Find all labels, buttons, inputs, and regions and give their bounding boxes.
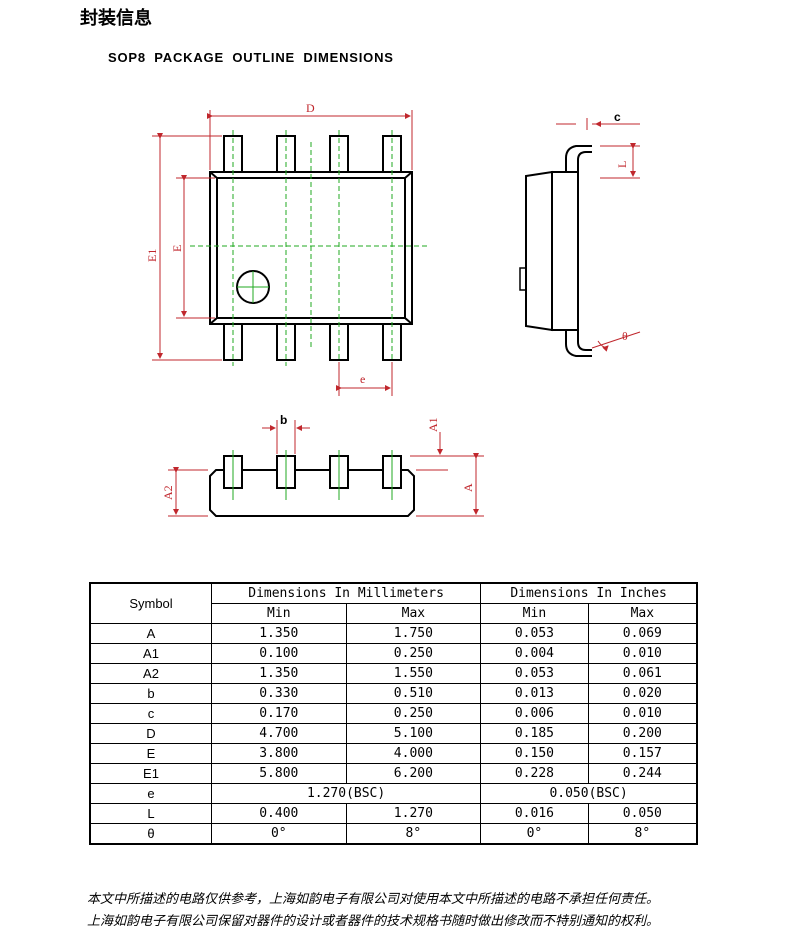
in-min-cell: 0.016 <box>480 803 589 824</box>
in-max-cell: 0.244 <box>587 763 698 784</box>
in-max-cell: 0.200 <box>587 723 698 744</box>
symbol-cell: e <box>89 783 212 804</box>
header-inches: Dimensions In Inches <box>480 582 698 604</box>
table-row: b 0.330 0.510 0.013 0.020 <box>89 683 698 704</box>
disclaimer-line-1: 本文中所描述的电路仅供参考，上海如韵电子有限公司对使用本文中所描述的电路不承担任… <box>87 891 660 906</box>
mm-max-cell: 5.100 <box>345 723 482 744</box>
label-e-pitch: e <box>360 372 365 386</box>
in-max-cell: 0.069 <box>587 623 698 644</box>
mm-min-cell: 0.330 <box>211 683 347 704</box>
mm-max-cell: 0.250 <box>345 703 482 724</box>
in-bsc-cell: 0.050(BSC) <box>480 783 698 804</box>
table-row: E 3.800 4.000 0.150 0.157 <box>89 743 698 764</box>
mm-max-cell: 0.510 <box>345 683 482 704</box>
in-min-cell: 0.004 <box>480 643 589 664</box>
symbol-cell: E1 <box>89 763 212 784</box>
mm-min-cell: 3.800 <box>211 743 347 764</box>
in-min-cell: 0.013 <box>480 683 589 704</box>
mm-min-cell: 1.350 <box>211 663 347 684</box>
mm-bsc-cell: 1.270(BSC) <box>210 783 482 804</box>
mm-min-cell: 5.800 <box>211 763 347 784</box>
table-row: E1 5.800 6.200 0.228 0.244 <box>89 763 698 784</box>
table-row: D 4.700 5.100 0.185 0.200 <box>89 723 698 744</box>
mm-max-cell: 1.750 <box>345 623 482 644</box>
in-max-cell: 0.061 <box>587 663 698 684</box>
label-e: E <box>170 245 184 252</box>
mm-max-cell: 8° <box>345 823 482 845</box>
header-in-min: Min <box>480 603 589 624</box>
mm-min-cell: 0.170 <box>211 703 347 724</box>
in-max-cell: 0.010 <box>587 643 698 664</box>
mm-min-cell: 1.350 <box>211 623 347 644</box>
header-mm-max: Max <box>345 603 482 624</box>
in-min-cell: 0.185 <box>480 723 589 744</box>
mm-max-cell: 1.270 <box>345 803 482 824</box>
package-title: SOP8 PACKAGE OUTLINE DIMENSIONS <box>108 50 394 65</box>
header-millimeters: Dimensions In Millimeters <box>210 582 482 604</box>
mm-max-cell: 4.000 <box>345 743 482 764</box>
front-view: b A1 A A2 <box>161 413 484 517</box>
table-row: A 1.350 1.750 0.053 0.069 <box>89 623 698 644</box>
in-min-cell: 0° <box>480 823 589 845</box>
symbol-cell: L <box>89 803 212 824</box>
symbol-cell: A <box>89 623 212 644</box>
symbol-cell: A2 <box>89 663 212 684</box>
disclaimer-line-2: 上海如韵电子有限公司保留对器件的设计或者器件的技术规格书随时做出修改而不特别通知… <box>87 913 660 928</box>
table-row: c 0.170 0.250 0.006 0.010 <box>89 703 698 724</box>
mm-min-cell: 4.700 <box>211 723 347 744</box>
label-e1: E1 <box>145 249 159 262</box>
in-min-cell: 0.006 <box>480 703 589 724</box>
table-row: θ 0° 8° 0° 8° <box>89 823 698 845</box>
mm-max-cell: 1.550 <box>345 663 482 684</box>
in-max-cell: 8° <box>587 823 698 845</box>
mm-max-cell: 0.250 <box>345 643 482 664</box>
mm-min-cell: 0° <box>211 823 347 845</box>
in-min-cell: 0.150 <box>480 743 589 764</box>
top-view: D E1 E e <box>145 101 430 396</box>
mm-min-cell: 0.400 <box>211 803 347 824</box>
in-max-cell: 0.020 <box>587 683 698 704</box>
in-max-cell: 0.050 <box>587 803 698 824</box>
header-symbol: Symbol <box>89 582 212 624</box>
in-max-cell: 0.157 <box>587 743 698 764</box>
dimensions-table: Symbol Dimensions In Millimeters Dimensi… <box>89 582 698 845</box>
symbol-cell: A1 <box>89 643 212 664</box>
mm-min-cell: 0.100 <box>211 643 347 664</box>
label-theta: θ <box>622 329 628 343</box>
symbol-cell: E <box>89 743 212 764</box>
label-b: b <box>280 413 287 427</box>
label-a: A <box>461 483 475 492</box>
label-c: c <box>614 110 621 124</box>
label-l: L <box>615 161 629 168</box>
in-max-cell: 0.010 <box>587 703 698 724</box>
in-min-cell: 0.228 <box>480 763 589 784</box>
table-row: A2 1.350 1.550 0.053 0.061 <box>89 663 698 684</box>
label-a2: A2 <box>161 485 175 500</box>
side-view: c L θ <box>519 110 641 357</box>
header-in-max: Max <box>587 603 698 624</box>
in-min-cell: 0.053 <box>480 623 589 644</box>
in-min-cell: 0.053 <box>480 663 589 684</box>
table-row: A1 0.100 0.250 0.004 0.010 <box>89 643 698 664</box>
table-row: L 0.400 1.270 0.016 0.050 <box>89 803 698 824</box>
table-row: e 1.270(BSC) 0.050(BSC) <box>89 783 698 804</box>
label-d: D <box>306 101 315 115</box>
symbol-cell: b <box>89 683 212 704</box>
mm-max-cell: 6.200 <box>345 763 482 784</box>
package-outline-drawing: D E1 E e c L θ <box>145 101 641 517</box>
symbol-cell: D <box>89 723 212 744</box>
symbol-cell: c <box>89 703 212 724</box>
symbol-cell: θ <box>89 823 212 845</box>
label-a1: A1 <box>426 417 440 432</box>
section-heading: 封装信息 <box>80 8 152 29</box>
header-mm-min: Min <box>211 603 347 624</box>
